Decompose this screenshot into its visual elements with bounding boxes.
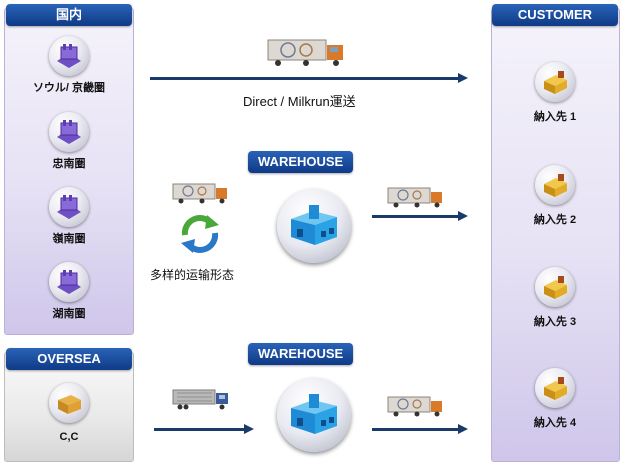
truck-icon bbox=[172, 389, 228, 410]
region-chungnam: 忠南圏 bbox=[14, 112, 124, 171]
oversea-title: OVERSEA bbox=[6, 348, 132, 370]
oversea-label: C,C bbox=[59, 431, 79, 443]
destination-label: 納入先 3 bbox=[533, 316, 577, 328]
destination-3: 納入先 3 bbox=[500, 267, 610, 329]
region-label: 湖南圏 bbox=[52, 308, 86, 320]
warehouse-1-arrow bbox=[372, 211, 468, 221]
oversea-cc: C,C bbox=[14, 383, 124, 443]
recycle-arrows-icon bbox=[181, 215, 219, 253]
warehouse-building-icon bbox=[291, 205, 337, 245]
delivery-box-icon bbox=[535, 62, 575, 102]
destination-1: 納入先 1 bbox=[500, 62, 610, 124]
customer-title: CUSTOMER bbox=[492, 4, 618, 26]
region-label: 嶺南圏 bbox=[52, 233, 86, 245]
delivery-box-icon bbox=[535, 368, 575, 408]
truck-icon bbox=[267, 39, 343, 66]
factory-icon bbox=[49, 112, 89, 152]
warehouse-2-arrow bbox=[372, 424, 468, 434]
destination-4: 納入先 4 bbox=[500, 368, 610, 430]
region-label: 忠南圏 bbox=[52, 158, 86, 170]
warehouse-building-icon bbox=[291, 394, 337, 434]
region-seoul: ソウル/ 京畿圏 bbox=[14, 36, 124, 95]
warehouse-2-title: WAREHOUSE bbox=[248, 343, 354, 365]
delivery-box-icon bbox=[535, 165, 575, 205]
oversea-arrow bbox=[154, 424, 254, 434]
truck-icon bbox=[387, 187, 442, 208]
truck-icon bbox=[172, 183, 227, 204]
region-label: ソウル/ 京畿圏 bbox=[32, 82, 106, 94]
transport-label: 多样的运输形态 bbox=[150, 268, 235, 282]
warehouse-1-title: WAREHOUSE bbox=[248, 151, 354, 173]
factory-icon bbox=[49, 262, 89, 302]
region-honam: 湖南圏 bbox=[14, 262, 124, 321]
factory-icon bbox=[49, 187, 89, 227]
region-yeongnam: 嶺南圏 bbox=[14, 187, 124, 246]
destination-2: 納入先 2 bbox=[500, 165, 610, 227]
destination-label: 納入先 1 bbox=[533, 111, 577, 123]
delivery-box-icon bbox=[535, 267, 575, 307]
destination-label: 納入先 2 bbox=[533, 214, 577, 226]
factory-icon bbox=[49, 36, 89, 76]
direct-label: Direct / Milkrun運送 bbox=[243, 94, 356, 109]
direct-arrow bbox=[150, 73, 468, 83]
container-icon bbox=[49, 383, 89, 423]
destination-label: 納入先 4 bbox=[533, 417, 577, 429]
domestic-title: 国内 bbox=[6, 4, 132, 26]
truck-icon bbox=[387, 396, 442, 417]
warehouse-2-badge bbox=[277, 378, 351, 452]
warehouse-1-badge bbox=[277, 189, 351, 263]
